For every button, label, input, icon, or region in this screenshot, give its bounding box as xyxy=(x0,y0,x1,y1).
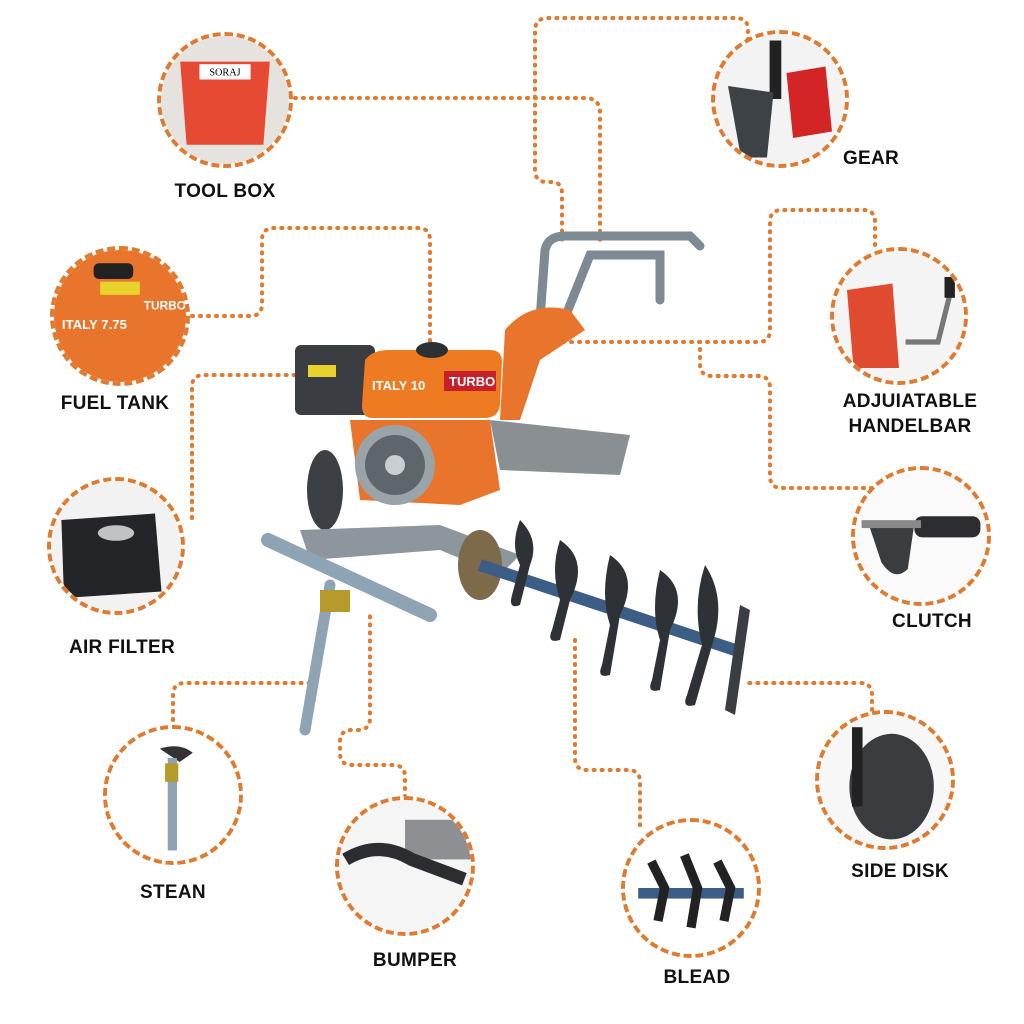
part-side-disk-image xyxy=(815,710,955,850)
connector-bumper xyxy=(338,608,407,807)
part-blead-image xyxy=(621,818,761,958)
fuel-tank-icon: ITALY 7.75 TURBO xyxy=(54,250,186,382)
label-handlebar-line2: HANDELBAR xyxy=(848,416,972,437)
label-handlebar-line1: ADJUIATABLE xyxy=(842,391,978,412)
clutch-grip-icon xyxy=(855,470,987,602)
connector-air-filter xyxy=(190,373,302,520)
part-tool-box-image: SORAJ xyxy=(157,32,293,168)
part-bumper-image xyxy=(335,796,475,936)
tool-box-cover-icon: SORAJ xyxy=(161,36,289,164)
handlebar-icon xyxy=(834,251,964,381)
air-filter-icon xyxy=(51,481,181,611)
tool-box-badge: SORAJ xyxy=(209,68,240,79)
connector-stean xyxy=(171,681,312,730)
connector-tool-box xyxy=(293,96,602,242)
stand-rod-icon xyxy=(107,729,239,861)
fuel-tank-badge: ITALY 7.75 xyxy=(62,317,127,332)
label-blead: BLEAD xyxy=(663,967,731,988)
fuel-cap xyxy=(416,342,448,358)
shield-plate xyxy=(490,420,630,475)
stand-clamp xyxy=(320,590,350,612)
front-bumper xyxy=(261,533,437,622)
label-gear: GEAR xyxy=(842,148,900,169)
frame xyxy=(300,525,520,575)
label-fuel-tank: FUEL TANK xyxy=(60,393,170,414)
connector-handlebar xyxy=(558,208,877,344)
connector-side-disk xyxy=(743,681,874,720)
part-stean-image xyxy=(103,725,243,865)
tiller-blades xyxy=(511,520,719,706)
label-bumper: BUMPER xyxy=(372,950,458,971)
connector-blead xyxy=(573,638,642,830)
engine-brand: TURBO xyxy=(449,374,495,389)
engine-badge: ITALY 10 xyxy=(372,378,425,393)
connector-gear xyxy=(533,16,750,242)
handlebar-arm xyxy=(500,307,585,420)
gear-lever-icon xyxy=(715,34,845,164)
label-side-disk: SIDE DISK xyxy=(851,861,949,882)
part-air-filter-image xyxy=(47,477,185,615)
left-side-disk xyxy=(307,450,343,530)
brand-plate xyxy=(444,371,496,391)
part-handlebar-image xyxy=(830,247,968,385)
handlebar-frame xyxy=(535,231,705,335)
label-stean: STEAN xyxy=(140,882,206,903)
part-clutch-image xyxy=(851,466,991,606)
part-gear-image xyxy=(711,30,849,168)
air-filter-box xyxy=(295,345,375,415)
side-disk-icon xyxy=(819,714,951,846)
connector-clutch xyxy=(698,340,882,490)
right-side-disk xyxy=(725,605,750,715)
label-air-filter: AIR FILTER xyxy=(68,637,176,658)
fuel-tank-brand: TURBO xyxy=(144,298,186,312)
label-clutch: CLUTCH xyxy=(892,611,972,632)
part-fuel-tank-image: ITALY 7.75 TURBO xyxy=(50,246,190,386)
bumper-icon xyxy=(339,800,471,932)
fuel-tank xyxy=(362,350,502,418)
connector-fuel-tank xyxy=(190,226,432,352)
label-tool-box: TOOL BOX xyxy=(174,181,276,202)
warning-sticker xyxy=(308,365,336,377)
tiller-blades-icon xyxy=(625,822,757,954)
